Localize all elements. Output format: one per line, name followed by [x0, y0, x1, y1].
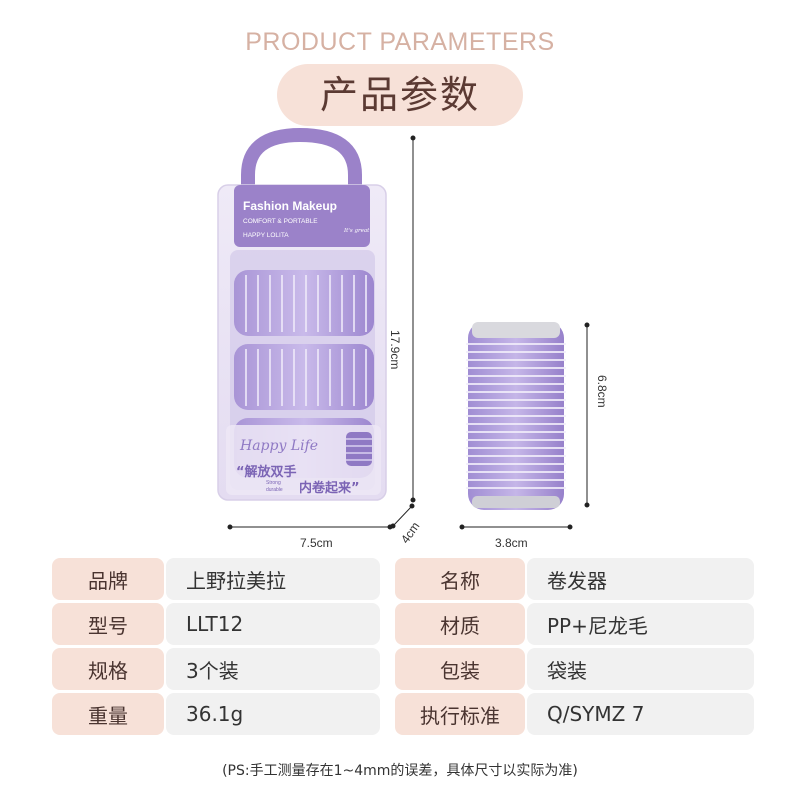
- spec-value-spec: 3个装: [166, 648, 380, 690]
- spec-label-model: 型号: [52, 603, 164, 645]
- package-slogan-1: “解放双手: [236, 464, 297, 480]
- spec-value-name: 卷发器: [527, 558, 754, 600]
- spec-value-brand: 上野拉美拉: [166, 558, 380, 600]
- package-bottom-label: [226, 425, 381, 495]
- spec-value-standard: Q/SYMZ 7: [527, 693, 754, 735]
- roller-height-label: 6.8cm: [595, 375, 609, 408]
- spec-value-model: LLT12: [166, 603, 380, 645]
- package-width-label: 7.5cm: [300, 536, 333, 550]
- spec-value-weight: 36.1g: [166, 693, 380, 735]
- spec-label-brand: 品牌: [52, 558, 164, 600]
- package-brand-text: Fashion Makeup: [243, 199, 337, 213]
- spec-label-standard: 执行标准: [395, 693, 525, 735]
- single-roller: [466, 322, 566, 510]
- spec-value-material: PP+尼龙毛: [527, 603, 754, 645]
- package-script-text: Happy Life: [239, 438, 318, 454]
- spec-label-material: 材质: [395, 603, 525, 645]
- package-tagline: COMFORT & PORTABLE: [243, 218, 318, 225]
- product-illustration: Fashion Makeup COMFORT & PORTABLE HAPPY …: [217, 127, 590, 530]
- package-slogan-2: 内卷起来”: [299, 480, 360, 496]
- dimension-lines: [227, 135, 590, 530]
- package-handle: [241, 127, 362, 195]
- title-pill: [277, 64, 523, 126]
- measurement-footnote: (PS:手工测量存在1~4mm的误差，具体尺寸以实际为准): [222, 763, 578, 779]
- spec-label-packaging: 包装: [395, 648, 525, 690]
- title-en: PRODUCT PARAMETERS: [245, 28, 555, 56]
- spec-label-spec: 规格: [52, 648, 164, 690]
- package-height-label: 17.9cm: [388, 330, 402, 370]
- roller-width-label: 3.8cm: [495, 536, 528, 550]
- title-zh: 产品参数: [319, 73, 480, 117]
- package-small-text-2: durable: [266, 487, 283, 493]
- package-badge: It's great: [343, 228, 370, 234]
- spec-label-name: 名称: [395, 558, 525, 600]
- package-small-text-1: Strong: [266, 480, 281, 486]
- spec-label-weight: 重量: [52, 693, 164, 735]
- spec-value-packaging: 袋装: [527, 648, 754, 690]
- package-sub-brand: HAPPY LOLITA: [243, 232, 289, 239]
